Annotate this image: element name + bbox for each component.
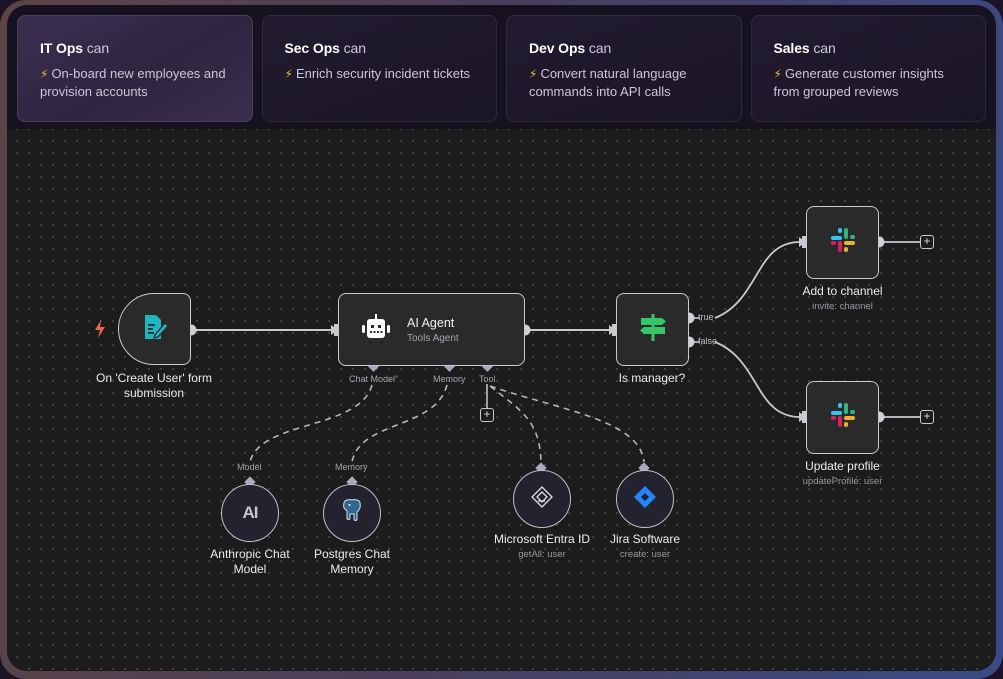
card-sales[interactable]: Sales can ⚡Generate customer insights fr… — [750, 15, 986, 122]
postgres-elephant-icon — [341, 498, 363, 528]
ai-agent-title: AI Agent — [407, 315, 455, 330]
tool-port-label: Tool — [479, 374, 496, 384]
add-node-button[interactable]: + — [920, 410, 934, 424]
slack-icon — [828, 400, 858, 435]
card-description-text: Convert natural language commands into A… — [529, 66, 687, 99]
card-title: Sec Ops can — [285, 40, 475, 56]
card-suffix: can — [343, 40, 366, 56]
add-tool-button[interactable]: + — [480, 408, 494, 422]
card-description: ⚡Convert natural language commands into … — [529, 65, 719, 100]
microsoft-entra-id-node[interactable] — [513, 470, 571, 528]
card-team: Sales — [773, 40, 810, 56]
card-suffix: can — [86, 40, 110, 56]
postgres-chat-memory-node[interactable] — [323, 484, 381, 542]
false-output-label: false — [698, 336, 718, 346]
ai-agent-node[interactable]: AI Agent Tools Agent — [338, 293, 525, 366]
required-marker: * — [395, 374, 399, 383]
ai-agent-text: AI Agent Tools Agent — [407, 316, 459, 344]
entra-id-icon — [529, 484, 555, 515]
card-description: ⚡Enrich security incident tickets — [285, 65, 475, 83]
memory-port-label: Memory — [335, 462, 368, 472]
card-title: Sales can — [774, 40, 964, 56]
lightning-icon: ⚡ — [284, 67, 293, 81]
anthropic-chat-model-label: Anthropic Chat Model — [210, 547, 290, 576]
card-description-text: Generate customer insights from grouped … — [773, 66, 944, 99]
card-description: ⚡On-board new employees and provision ac… — [40, 65, 230, 100]
card-team: Sec Ops — [284, 40, 340, 56]
update-profile-subtitle: updateProfile: user — [802, 476, 883, 487]
card-team: Dev Ops — [529, 40, 586, 56]
microsoft-entra-id-label: Microsoft Entra ID — [493, 532, 591, 546]
update-profile-node[interactable] — [806, 381, 879, 454]
lightning-icon: ⚡ — [529, 67, 538, 81]
use-case-cards: IT Ops can ⚡On-board new employees and p… — [17, 15, 986, 122]
chat-model-label: Chat Model — [349, 374, 396, 384]
model-port-label: Model — [237, 462, 262, 472]
signpost-icon — [638, 312, 668, 347]
card-suffix: can — [813, 40, 836, 56]
add-to-channel-label: Add to channel — [802, 284, 883, 298]
jira-software-node[interactable] — [616, 470, 674, 528]
microsoft-entra-id-subtitle: getAll: user — [518, 549, 566, 560]
lightning-icon: ⚡ — [773, 67, 782, 81]
card-description: ⚡Generate customer insights from grouped… — [774, 65, 964, 100]
add-node-button[interactable]: + — [920, 235, 934, 249]
card-description-text: Enrich security incident tickets — [295, 66, 471, 81]
card-sec-ops[interactable]: Sec Ops can ⚡Enrich security incident ti… — [261, 15, 497, 122]
card-dev-ops[interactable]: Dev Ops can ⚡Convert natural language co… — [506, 15, 742, 122]
slack-icon — [828, 225, 858, 260]
add-to-channel-subtitle: invite: channel — [812, 301, 873, 312]
chat-model-port-label: Chat Model* — [349, 374, 398, 384]
ai-agent-subtitle: Tools Agent — [407, 332, 459, 344]
postgres-chat-memory-label: Postgres Chat Memory — [313, 547, 391, 576]
card-suffix: can — [588, 40, 612, 56]
anthropic-icon: AI — [242, 503, 259, 522]
card-title: Dev Ops can — [529, 40, 719, 56]
trigger-node[interactable] — [118, 293, 191, 365]
jira-icon — [633, 485, 657, 514]
card-title: IT Ops can — [40, 40, 230, 56]
jira-software-label: Jira Software — [609, 532, 681, 546]
form-icon — [141, 313, 169, 346]
lightning-icon: ⚡ — [40, 67, 49, 81]
add-to-channel-node[interactable] — [806, 206, 879, 279]
robot-icon — [361, 314, 391, 345]
update-profile-label: Update profile — [805, 459, 880, 473]
trigger-lightning-icon — [94, 320, 106, 338]
jira-software-subtitle: create: user — [619, 549, 671, 560]
anthropic-chat-model-node[interactable]: AI — [221, 484, 279, 542]
if-node[interactable] — [616, 293, 689, 366]
if-node-label: Is manager? — [618, 371, 686, 385]
card-it-ops[interactable]: IT Ops can ⚡On-board new employees and p… — [17, 15, 253, 122]
trigger-node-label: On 'Create User' form submission — [96, 371, 212, 400]
card-description-text: On-board new employees and provision acc… — [40, 66, 226, 99]
true-output-label: true — [698, 312, 714, 322]
card-team: IT Ops — [40, 40, 83, 56]
memory-port-label: Memory — [433, 374, 466, 384]
